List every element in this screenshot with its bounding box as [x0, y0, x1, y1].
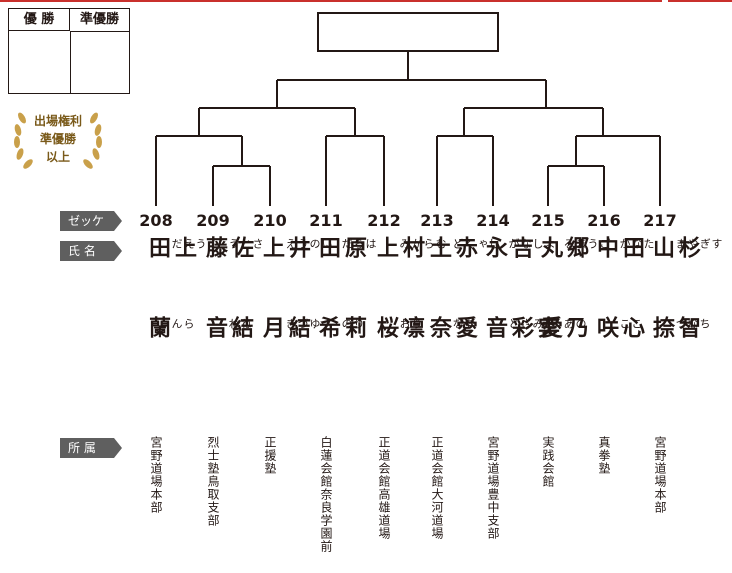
family-name: 杉山 — [649, 236, 700, 258]
player-number: 213 — [420, 211, 454, 230]
player-affiliation: 真拳塾 — [597, 436, 611, 475]
given-name: 愛奈 — [426, 316, 477, 338]
family-name: 村上 — [373, 236, 424, 258]
name-label: 氏 名 — [60, 241, 122, 261]
family-ruby: よしなが — [507, 238, 556, 249]
player-affiliation: 烈士塾鳥取支部 — [206, 436, 220, 527]
player-affiliation: 宮野道場本部 — [653, 436, 667, 514]
given-name: 結月 — [259, 316, 310, 338]
player-number: 211 — [309, 211, 343, 230]
given-name: 凛桜 — [373, 316, 424, 338]
player-number: 214 — [476, 211, 510, 230]
family-ruby: いのうえ — [284, 238, 333, 249]
given-name: 心咲 — [593, 316, 644, 338]
player-affiliation: 正援塾 — [263, 436, 277, 475]
player-number: 209 — [196, 211, 230, 230]
affiliation-label: 所 属 — [60, 438, 122, 458]
player-number: 212 — [367, 211, 401, 230]
player-affiliation: 正道会館大河道場 — [430, 436, 444, 540]
given-name: 蘭 — [145, 316, 170, 338]
given-ruby: ゆづき — [284, 318, 321, 329]
given-ruby: ちなつ — [674, 318, 711, 329]
laurel-icon — [14, 112, 102, 169]
player-affiliation: 実践会館 — [541, 436, 555, 488]
top-border — [0, 0, 732, 2]
runner-up-header: 準優勝 — [70, 9, 129, 32]
given-name: 莉希 — [315, 316, 366, 338]
player-number: 217 — [643, 211, 677, 230]
badge-line-3: 以上 — [45, 150, 70, 164]
given-name: 実彩音 — [482, 316, 559, 338]
family-name: 郷丸 — [537, 236, 588, 258]
given-ruby: のあ — [562, 318, 587, 329]
player-number: 216 — [587, 211, 621, 230]
player-number: 208 — [139, 211, 173, 230]
given-ruby: りの — [340, 318, 365, 329]
family-name: 赤土 — [426, 236, 477, 258]
family-name: 原田 — [315, 236, 366, 258]
family-ruby: さとう — [227, 238, 264, 249]
player-affiliation: 正道会館高雄道場 — [377, 436, 391, 540]
family-ruby: ごうまる — [562, 238, 611, 249]
given-ruby: ここ — [618, 318, 643, 329]
family-name: 上田 — [145, 236, 196, 258]
family-ruby: はらだ — [340, 238, 377, 249]
family-ruby: しゃくど — [451, 238, 500, 249]
family-ruby: たなか — [618, 238, 655, 249]
family-name: 吉永 — [482, 236, 533, 258]
given-ruby: ねね — [227, 318, 252, 329]
family-ruby: うえだ — [170, 238, 207, 249]
badge-line-2: 準優勝 — [39, 132, 76, 146]
given-ruby: みさと — [507, 318, 544, 329]
given-name: 乃愛 — [537, 316, 588, 338]
zekken-label: ゼッケン — [60, 211, 122, 248]
result-table: 優 勝 準優勝 — [8, 8, 130, 94]
winner-header: 優 勝 — [9, 9, 70, 31]
given-ruby: りお — [398, 318, 423, 329]
player-affiliation: 宮野道場豊中支部 — [486, 436, 500, 540]
badge-line-1: 出場権利 — [33, 114, 82, 128]
player-number: 215 — [531, 211, 565, 230]
player-affiliation: 宮野道場本部 — [149, 436, 163, 514]
player-number: 210 — [253, 211, 287, 230]
family-ruby: すぎやま — [674, 238, 723, 249]
given-ruby: なな — [451, 318, 476, 329]
qualification-badge: 出場権利 準優勝 以上 — [8, 104, 108, 176]
family-ruby: むらかみ — [398, 238, 447, 249]
family-name: 井上 — [259, 236, 310, 258]
given-ruby: らん — [170, 318, 195, 329]
family-name: 佐藤 — [202, 236, 253, 258]
winner-box — [317, 12, 499, 52]
given-name: 智捺 — [649, 316, 700, 338]
family-name: 田中 — [593, 236, 644, 258]
given-name: 結音 — [202, 316, 253, 338]
player-affiliation: 白蓮会館奈良学園前 — [319, 436, 333, 553]
